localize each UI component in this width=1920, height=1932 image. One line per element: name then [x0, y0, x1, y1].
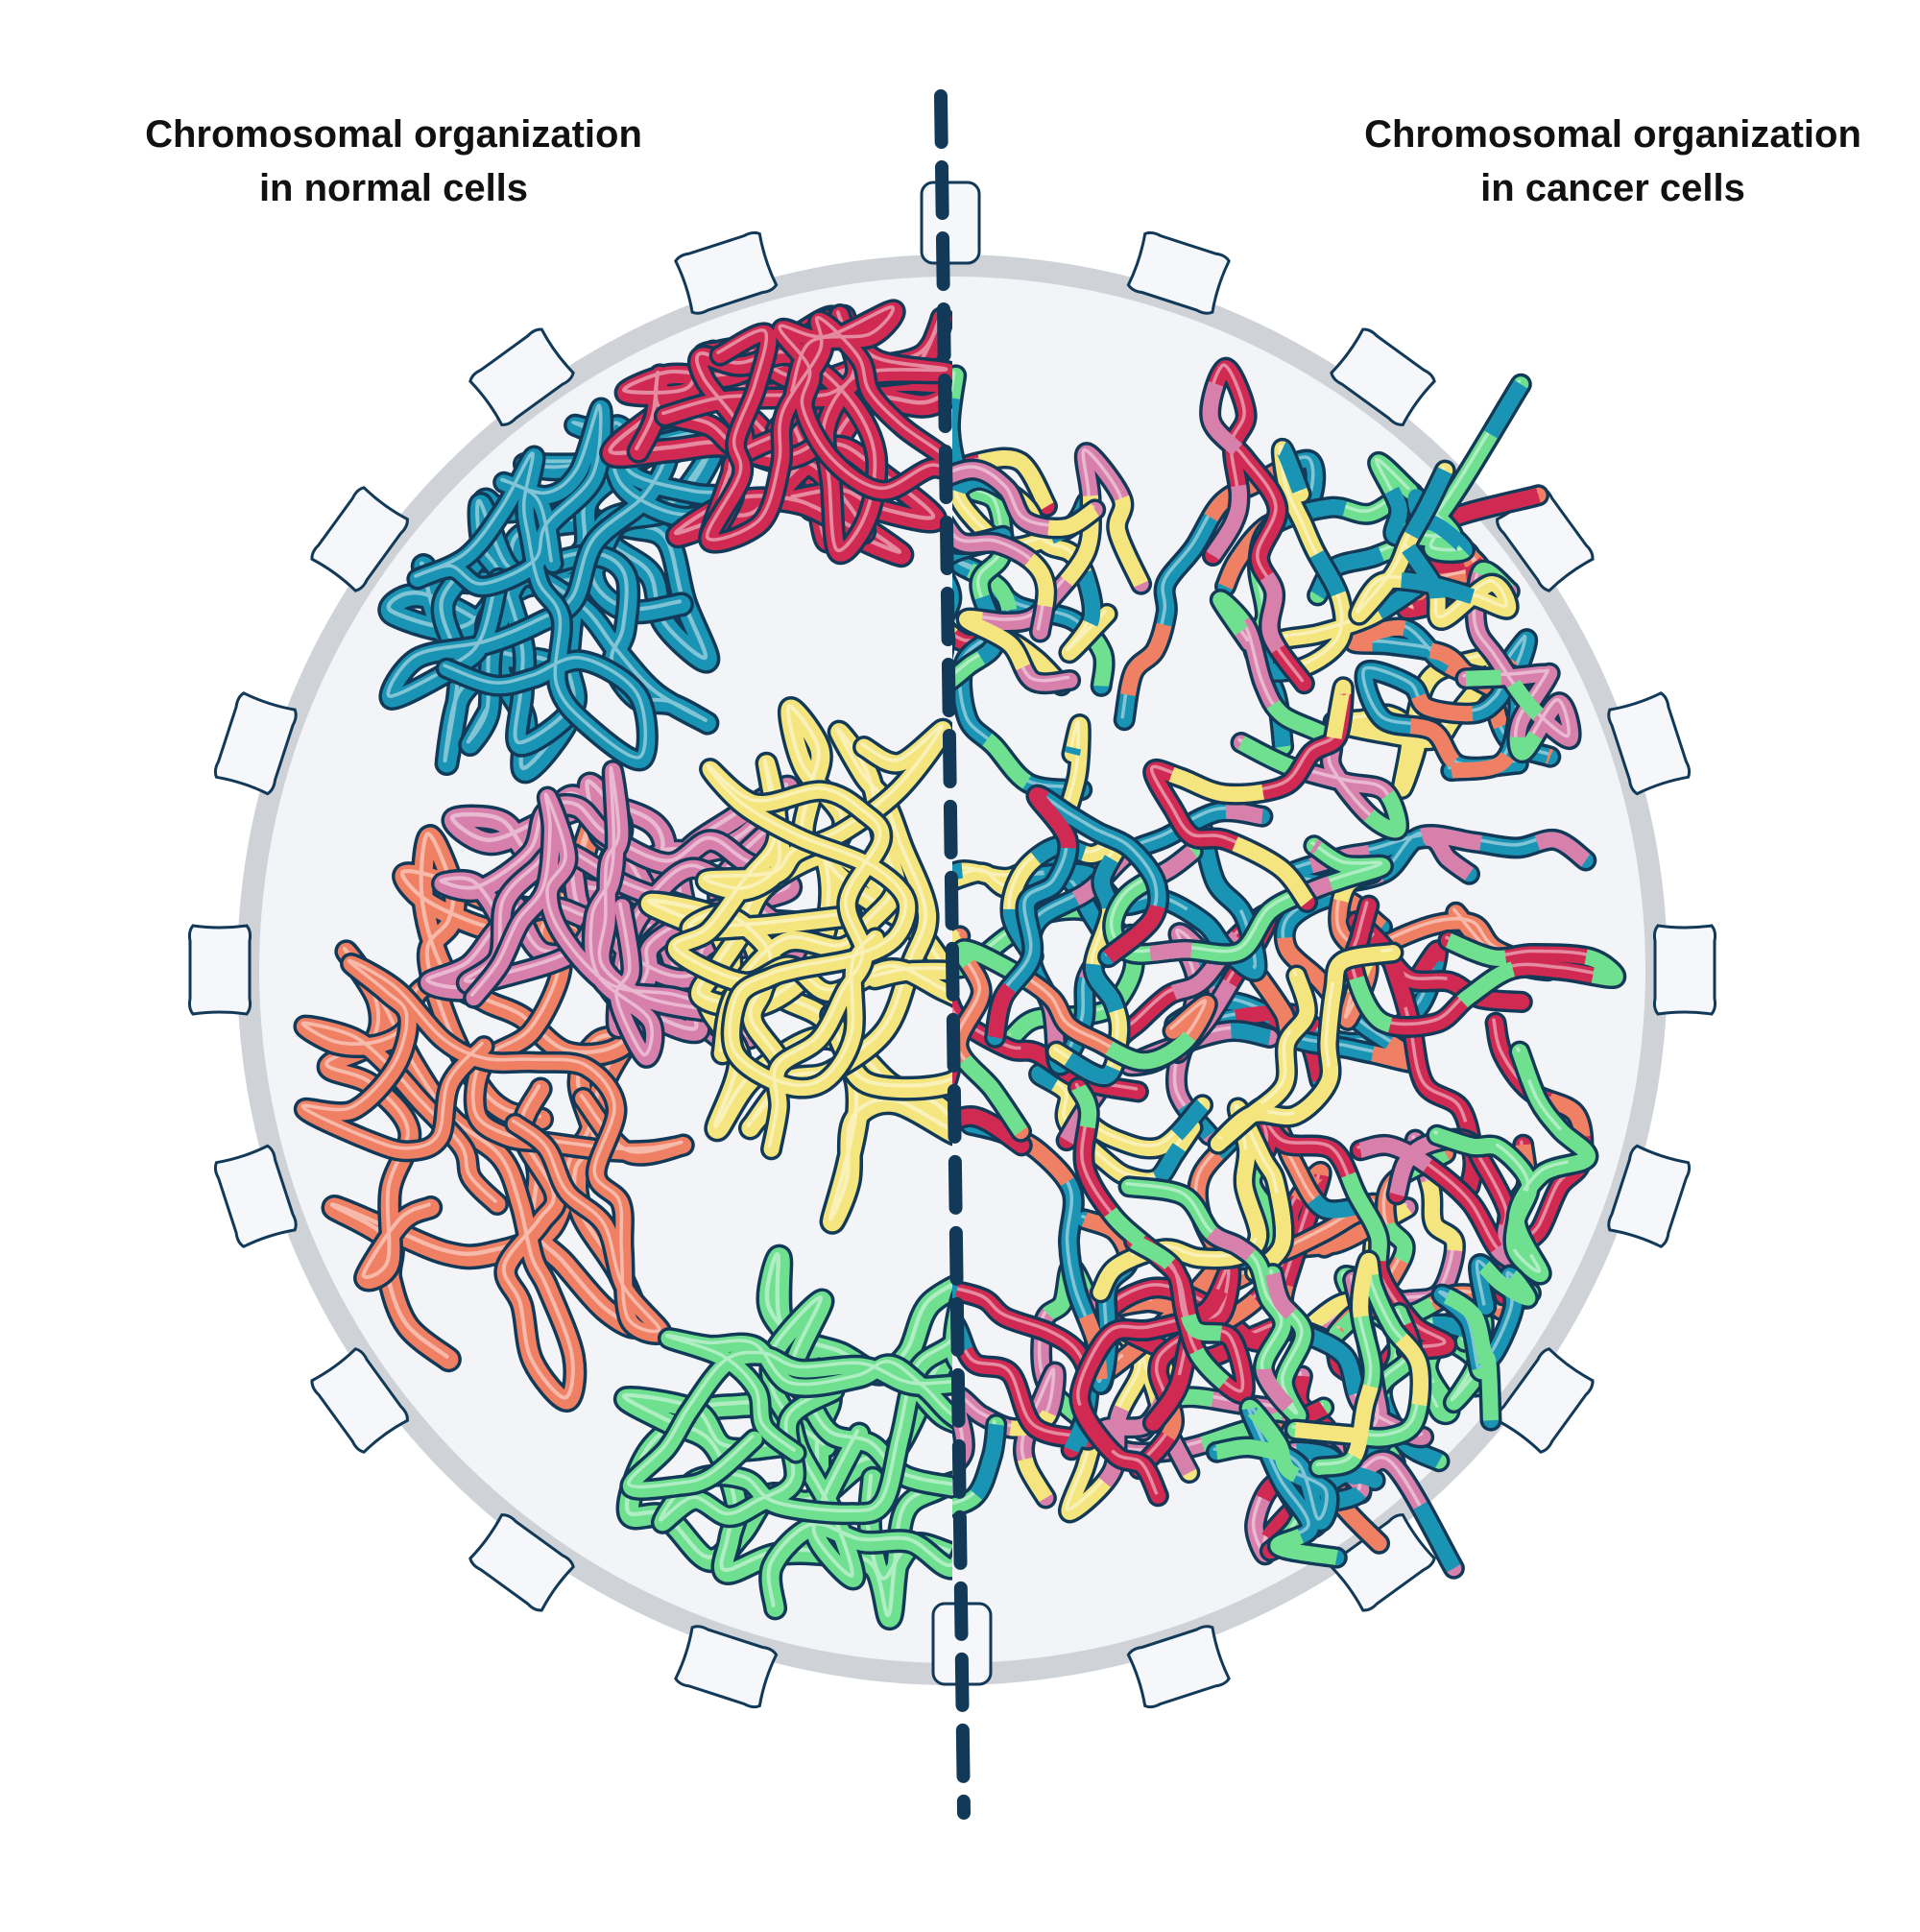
mixed-chromatin-fiber — [952, 1361, 1067, 1509]
nuclear-pore — [468, 327, 575, 426]
normal-cell-chromatin — [293, 299, 952, 1631]
nuclear-pore — [1607, 691, 1692, 796]
mixed-chromatin-fiber — [1142, 676, 1355, 913]
yellow-chromatin-fiber — [637, 890, 952, 1235]
nuclear-pore — [310, 1347, 409, 1454]
nuclear-pore — [1330, 327, 1436, 426]
nuclear-pore — [1607, 1144, 1692, 1248]
mixed-chromatin-fiber — [1284, 1249, 1432, 1479]
mixed-chromatin-fiber — [1277, 1439, 1465, 1580]
salmon-chromatin-fiber — [293, 953, 673, 1345]
mixed-chromatin-fiber — [952, 553, 1116, 802]
mixed-chromatin-fiber — [999, 830, 1131, 1088]
nuclear-pore — [310, 486, 409, 592]
nuclear-pore — [187, 924, 252, 1016]
dividing-line — [934, 89, 971, 1820]
green-chromatin-fiber — [758, 1288, 952, 1621]
mixed-chromatin-fiber — [1205, 1396, 1348, 1569]
green-chromatin-fiber — [619, 1327, 952, 1501]
nuclear-pores — [187, 181, 1717, 1709]
nuclear-pore — [674, 1625, 779, 1709]
dashed-divider — [934, 89, 971, 1820]
mixed-chromatin-fiber — [1454, 559, 1582, 764]
mixed-chromatin-fiber — [1199, 356, 1315, 695]
yellow-chromatin-fiber — [664, 717, 952, 1008]
mixed-chromatin-fiber — [1117, 1175, 1315, 1427]
cancer-title-line-1: Chromosomal organization — [1364, 113, 1861, 156]
mixed-chromatin-fiber — [1207, 941, 1404, 1155]
nuclear-pore — [1496, 486, 1595, 592]
mixed-chromatin-fiber — [984, 784, 1170, 1049]
nuclear-pore — [674, 230, 779, 315]
mixed-chromatin-fiber — [1426, 1040, 1599, 1286]
mixed-chromatin-fiber — [1067, 1076, 1256, 1405]
mixed-chromatin-fiber — [1430, 1253, 1539, 1432]
mixed-chromatin-fiber — [1102, 834, 1395, 966]
pink-chromatin-fiber — [463, 760, 728, 1069]
mixed-chromatin-fiber — [952, 458, 1107, 643]
nuclear-pore — [213, 691, 298, 796]
nuclear-pore — [1126, 1625, 1231, 1709]
cancer-cell-chromatin — [952, 356, 1627, 1580]
mixed-chromatin-fiber — [1209, 589, 1410, 841]
yellow-chromatin-fiber — [699, 758, 919, 1161]
nuclear-pore — [468, 1513, 575, 1612]
nuclear-pore — [920, 181, 981, 265]
nuclear-pore — [1126, 230, 1231, 315]
mixed-chromatin-fiber — [1254, 437, 1428, 683]
normal-cells-title: Chromosomal organization in normal cells — [77, 108, 710, 215]
cancer-title-line-2: in cancer cells — [1480, 167, 1745, 209]
blue-chromatin-fiber — [406, 397, 659, 772]
mixed-chromatin-fiber — [1186, 1095, 1386, 1271]
normal-title-line-1: Chromosomal organization — [145, 113, 642, 156]
mixed-chromatin-fiber — [952, 1413, 1008, 1518]
yellow-chromatin-fiber — [687, 696, 952, 1101]
mixed-chromatin-fiber — [1348, 459, 1520, 631]
normal-title-line-2: in normal cells — [258, 167, 529, 209]
cancer-cells-title: Chromosomal organization in cancer cells — [1310, 108, 1915, 215]
nuclear-pore — [213, 1144, 298, 1248]
nuclear-pore — [1652, 924, 1717, 1016]
crimson-chromatin-fiber — [698, 299, 952, 554]
